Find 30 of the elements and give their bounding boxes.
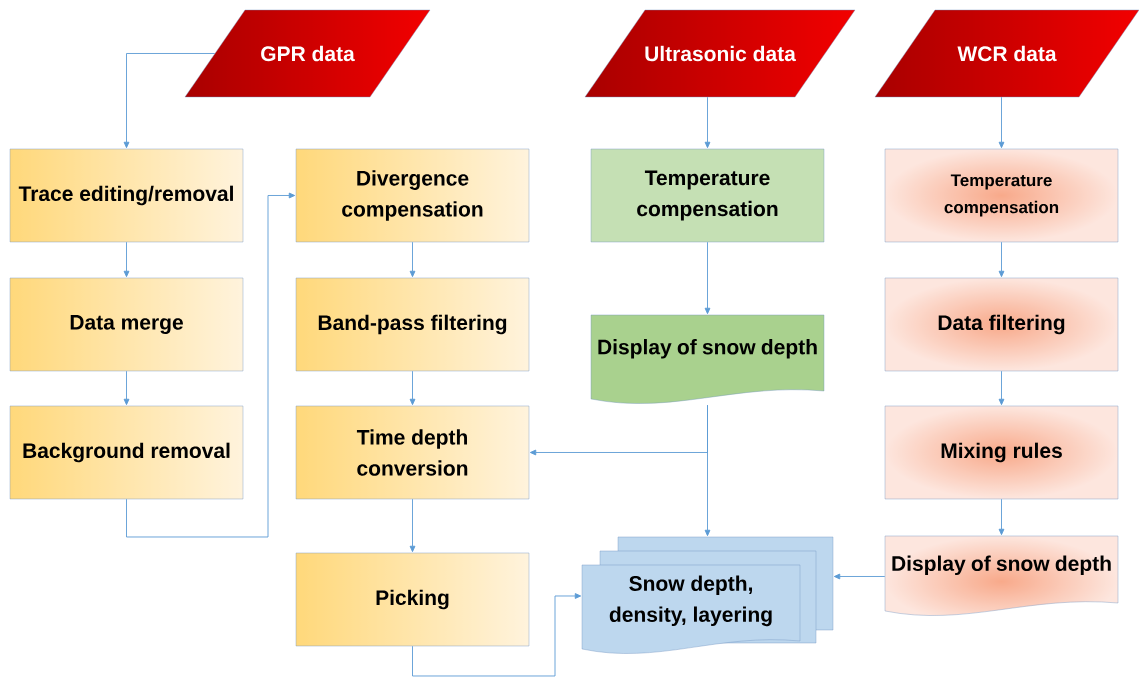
arrow — [998, 96, 1005, 149]
arrow — [998, 370, 1005, 406]
arrow — [123, 241, 130, 278]
arrow — [409, 498, 416, 553]
process-box: Temperature compensation — [884, 148, 1119, 243]
process-box: Data filtering — [884, 277, 1119, 372]
arrow — [704, 96, 711, 149]
arrow — [123, 53, 216, 149]
process-box: Picking — [295, 552, 530, 647]
arrow — [833, 573, 886, 580]
process-box: Background removal — [9, 405, 244, 500]
process-box: Trace editing/removal — [9, 148, 244, 243]
process-box: Mixing rules — [884, 405, 1119, 500]
arrow — [704, 404, 711, 537]
arrow — [123, 370, 130, 406]
arrow — [126, 192, 296, 538]
arrow — [409, 241, 416, 278]
arrow — [409, 370, 416, 406]
process-box: Band-pass filtering — [295, 277, 530, 372]
arrow — [704, 241, 711, 315]
data-parallelogram: WCR data — [874, 9, 1139, 98]
arrow — [998, 241, 1005, 278]
arrow — [998, 498, 1005, 536]
data-parallelogram: GPR data — [184, 9, 431, 98]
arrow — [412, 593, 582, 677]
process-box: Time depth conversion — [295, 405, 530, 500]
process-box: Temperature compensation — [590, 148, 825, 243]
process-box: Data merge — [9, 277, 244, 372]
process-box: Divergence compensation — [295, 148, 530, 243]
data-parallelogram: Ultrasonic data — [584, 9, 856, 98]
